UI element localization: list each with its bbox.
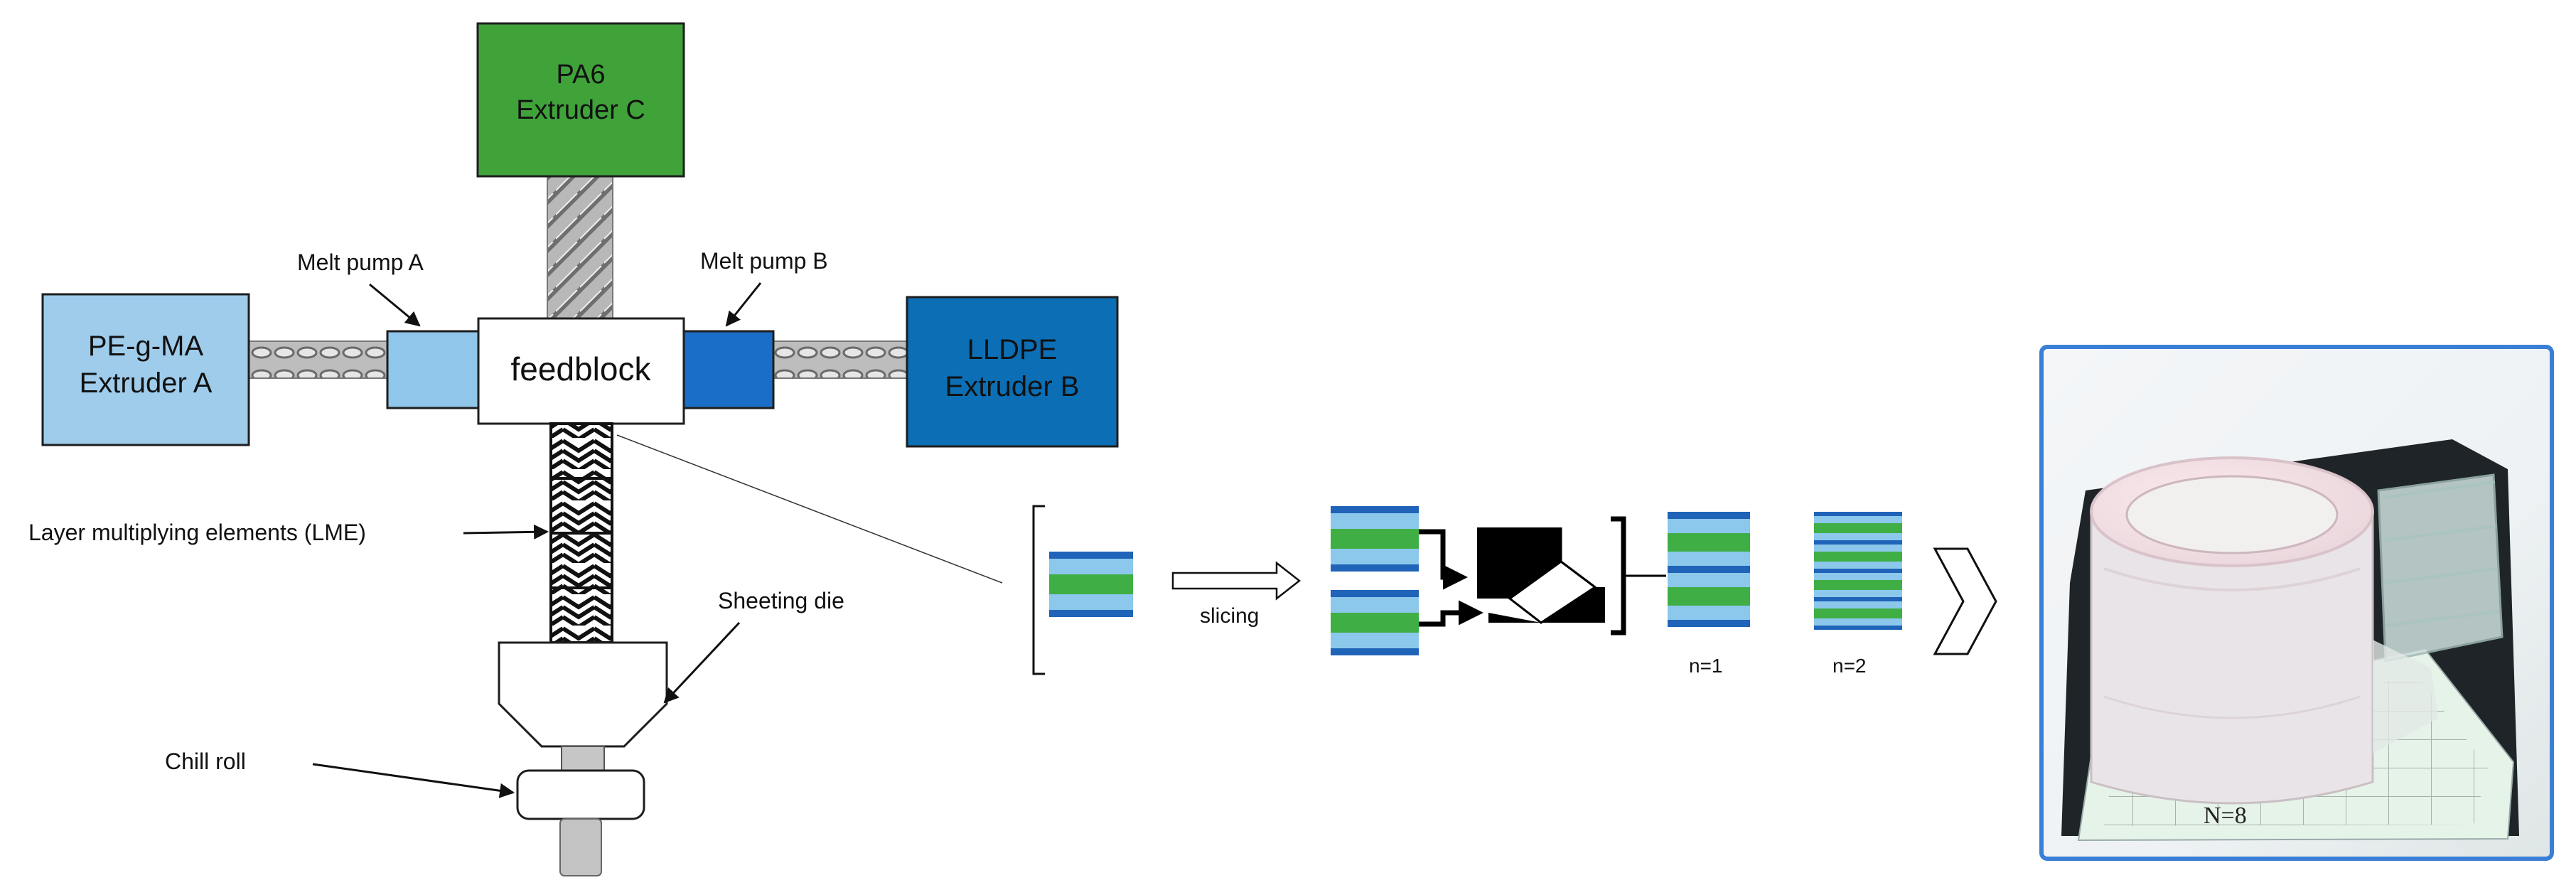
n1-label: n=1 <box>1689 655 1723 677</box>
sheeting-die <box>498 641 668 748</box>
right-bracket <box>1611 516 1626 635</box>
slicing-label: slicing <box>1200 604 1259 628</box>
extruder-b-line1: LLDPE <box>967 334 1058 365</box>
left-bracket <box>1032 505 1045 675</box>
stack-n2 <box>1814 512 1902 630</box>
sliced-stack-top <box>1331 506 1419 572</box>
extruder-b <box>906 296 1119 448</box>
chill-roll-label: Chill roll <box>165 749 246 774</box>
melt-pump-a <box>386 330 480 409</box>
screw-a <box>248 340 388 379</box>
lme-label: Layer multiplying elements (LME) <box>28 520 366 545</box>
leader-line <box>616 434 1003 584</box>
slicing-arrow <box>1171 561 1302 601</box>
sliced-stack-bottom <box>1331 590 1419 655</box>
melt-pump-a-label: Melt pump A <box>297 250 424 275</box>
screw-c <box>547 176 613 319</box>
extruder-b-line2: Extruder B <box>945 371 1080 402</box>
multiplier-element <box>1477 527 1605 624</box>
extruder-c-line2: Extruder C <box>516 95 645 125</box>
extruder-a <box>41 293 250 446</box>
extruder-c <box>476 22 685 178</box>
melt-pump-b <box>682 330 775 409</box>
extruder-a-line1: PE-g-MA <box>88 331 204 362</box>
stack-n1 <box>1668 512 1750 627</box>
feedblock <box>477 317 685 425</box>
melt-pump-b-label: Melt pump B <box>700 248 828 274</box>
n2-label: n=2 <box>1832 655 1867 677</box>
photo-caption: N=8 <box>2204 803 2247 829</box>
feedblock-label: feedblock <box>511 350 652 387</box>
sample-photo: N=8 <box>2039 345 2554 861</box>
initial-layers <box>1049 552 1133 617</box>
extruder-a-line2: Extruder A <box>80 368 213 399</box>
chill-roll <box>516 769 645 820</box>
extruder-c-line1: PA6 <box>556 60 605 90</box>
sheeting-die-label: Sheeting die <box>718 588 844 613</box>
chevron-right-icon <box>1933 547 1997 655</box>
screw-b <box>773 340 908 379</box>
